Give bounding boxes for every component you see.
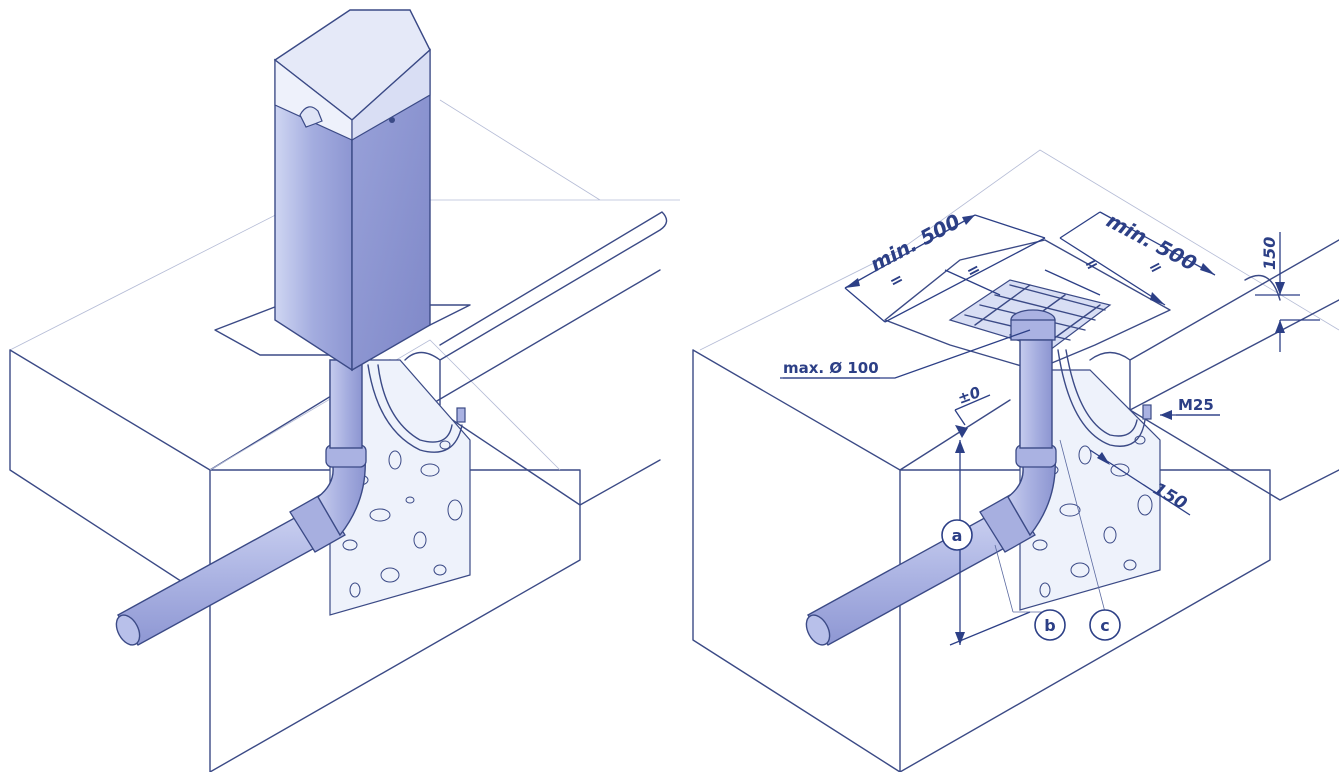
foundation-block-left xyxy=(9,349,581,772)
bolt-left xyxy=(456,407,466,423)
pipe-coupling-left xyxy=(289,494,346,553)
cabinet-lock-left xyxy=(389,117,395,123)
vertical-pipe-left xyxy=(329,359,363,449)
dim-equal-1: = xyxy=(886,268,907,291)
dim-bolt-m25: M25 xyxy=(1178,396,1214,414)
cable-conduit-right xyxy=(1057,349,1146,447)
curb-right xyxy=(1089,239,1339,501)
svg-text:c: c xyxy=(1100,616,1109,635)
horizontal-pipe-left xyxy=(116,514,322,646)
horizontal-pipe-right xyxy=(806,514,1012,646)
svg-text:b: b xyxy=(1044,616,1055,635)
bolt-right xyxy=(1142,404,1152,420)
svg-text:a: a xyxy=(952,526,963,545)
callout-b: b xyxy=(1034,609,1066,641)
callout-c: c xyxy=(1089,609,1121,641)
dim-equal-2: = xyxy=(963,258,984,281)
left-figure xyxy=(9,9,680,772)
vertical-pipe-right xyxy=(1019,339,1053,449)
dim-min-500-left: min. 500 xyxy=(866,209,964,276)
concrete-fill-right xyxy=(1019,369,1161,611)
dimension-arrows xyxy=(845,215,1285,645)
callout-a: a xyxy=(941,519,973,551)
dim-max-diameter: max. Ø 100 xyxy=(783,359,879,377)
foundation-block-right xyxy=(692,349,1271,772)
dim-equal-3: = xyxy=(1081,252,1102,275)
dim-150-height: 150 xyxy=(1260,237,1279,270)
cabinet-left xyxy=(273,9,431,372)
cabinet-handle-left xyxy=(299,106,323,128)
cable-conduit-left xyxy=(367,364,463,453)
concrete-pebbles-right xyxy=(1032,435,1153,598)
curb-left xyxy=(404,211,668,506)
right-figure: min. 500 min. 500 = = = = 150 150 ±0 max… xyxy=(692,149,1339,772)
base-plate-right xyxy=(884,239,1171,371)
concrete-fill-left xyxy=(329,359,471,616)
dim-level-zero: ±0 xyxy=(955,383,983,408)
ground-plane-right xyxy=(699,149,1339,351)
